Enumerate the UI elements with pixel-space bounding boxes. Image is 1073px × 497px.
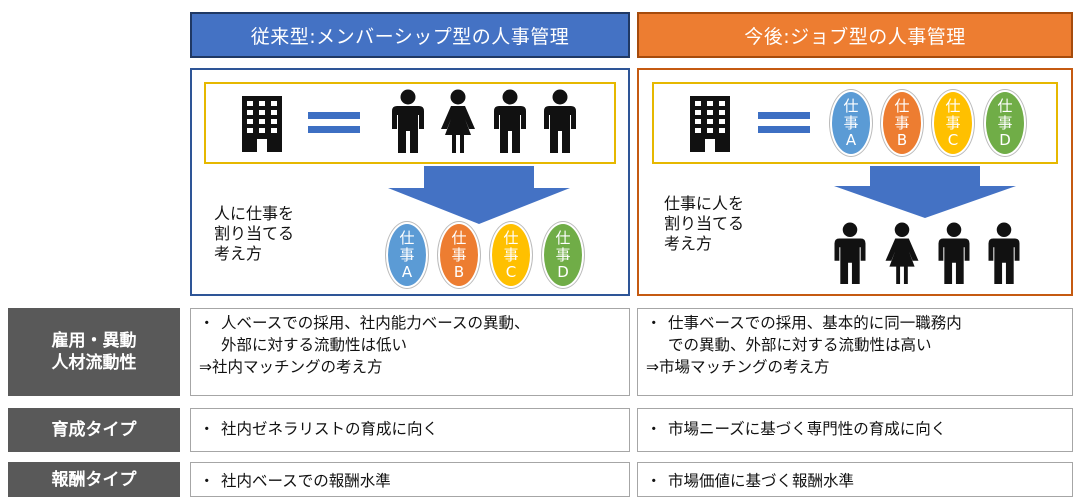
row-label-employment: 雇用・異動 人材流動性 xyxy=(8,308,180,396)
concept-line: 考え方 xyxy=(214,244,263,263)
person-male-icon xyxy=(388,88,428,154)
company-equals-jobs-box xyxy=(652,82,1058,164)
cell-text: 仕事ベースでの採用、基本的に同一職務内 xyxy=(668,314,962,332)
cell-text: 社内ゼネラリストの育成に向く xyxy=(221,420,439,438)
equals-icon xyxy=(308,112,360,134)
concept-line: 割り当てる xyxy=(664,214,745,233)
company-equals-people-box xyxy=(204,82,616,164)
row-label-development: 育成タイプ xyxy=(8,408,180,452)
down-arrow-icon xyxy=(388,166,570,224)
employment-membership-cell: ・人ベースでの採用、社内能力ベースの異動、 外部に対する流動性は低い ⇒社内マッ… xyxy=(190,308,630,396)
cell-text: 外部に対する流動性は低い xyxy=(221,336,408,354)
person-female-icon xyxy=(438,88,478,154)
concept-line: 仕事に人を xyxy=(664,194,745,213)
down-arrow-icon xyxy=(834,166,1016,218)
bullet: ・ xyxy=(199,472,215,490)
row-label-line: 報酬タイプ xyxy=(51,469,137,490)
left-concept-text: 人に仕事を 割り当てる 考え方 xyxy=(214,204,354,264)
row-label-line: 雇用・異動 xyxy=(51,331,137,351)
development-job-cell: ・市場ニーズに基づく専門性の育成に向く xyxy=(637,408,1073,452)
job-type-panel xyxy=(637,68,1073,296)
concept-line: 人に仕事を xyxy=(214,204,295,223)
job-type-header-text: 今後:ジョブ型の人事管理 xyxy=(744,25,966,48)
building-icon xyxy=(242,96,282,152)
cell-text: ⇒市場マッチングの考え方 xyxy=(646,358,830,376)
row-label-line: 人材流動性 xyxy=(51,353,137,373)
person-male-icon xyxy=(934,222,974,284)
compensation-membership-cell: ・社内ベースでの報酬水準 xyxy=(190,462,630,497)
concept-line: 割り当てる xyxy=(214,224,295,243)
person-male-icon xyxy=(540,88,580,154)
concept-line: 考え方 xyxy=(664,234,713,253)
cell-text: 市場ニーズに基づく専門性の育成に向く xyxy=(668,420,947,438)
membership-panel xyxy=(190,68,630,296)
person-female-icon xyxy=(882,222,922,284)
bullet: ・ xyxy=(646,420,662,438)
employment-job-cell: ・仕事ベースでの採用、基本的に同一職務内 での異動、外部に対する流動性は高い ⇒… xyxy=(637,308,1073,396)
cell-text: 人ベースでの採用、社内能力ベースの異動、 xyxy=(221,314,530,332)
person-male-icon xyxy=(830,222,870,284)
equals-icon xyxy=(758,112,810,134)
building-icon xyxy=(690,96,730,152)
compensation-job-cell: ・市場価値に基づく報酬水準 xyxy=(637,462,1073,497)
membership-header-text: 従来型:メンバーシップ型の人事管理 xyxy=(250,25,570,48)
membership-header: 従来型:メンバーシップ型の人事管理 xyxy=(190,12,630,58)
bullet: ・ xyxy=(199,420,215,438)
development-membership-cell: ・社内ゼネラリストの育成に向く xyxy=(190,408,630,452)
person-male-icon xyxy=(490,88,530,154)
job-type-header: 今後:ジョブ型の人事管理 xyxy=(637,12,1073,58)
bullet: ・ xyxy=(646,472,662,490)
right-concept-text: 仕事に人を 割り当てる 考え方 xyxy=(664,194,804,254)
cell-text: ⇒社内マッチングの考え方 xyxy=(199,358,383,376)
cell-text: 社内ベースでの報酬水準 xyxy=(221,472,391,490)
row-label-compensation: 報酬タイプ xyxy=(8,462,180,497)
cell-text: 市場価値に基づく報酬水準 xyxy=(668,472,855,490)
bullet: ・ xyxy=(646,314,662,332)
cell-text: での異動、外部に対する流動性は高い xyxy=(668,336,932,354)
row-label-line: 育成タイプ xyxy=(51,420,137,440)
person-male-icon xyxy=(984,222,1024,284)
bullet: ・ xyxy=(199,314,215,332)
